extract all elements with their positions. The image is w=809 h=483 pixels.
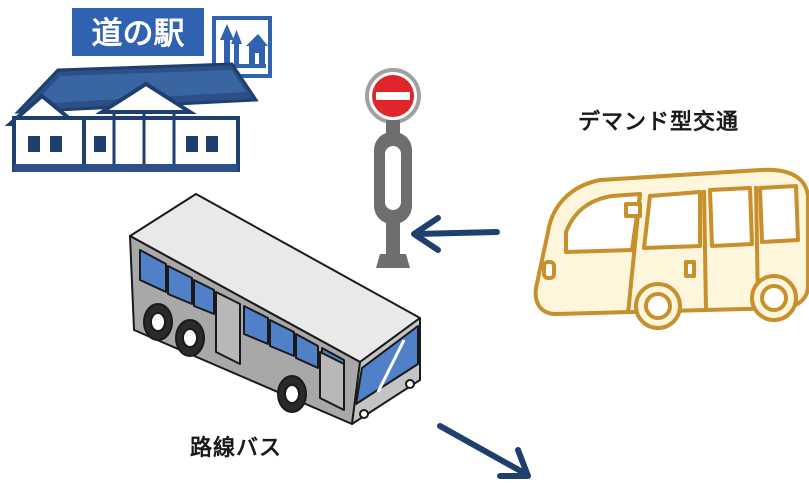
arrow-onward-icon xyxy=(437,423,531,479)
michi-no-eki-sign: 道の駅 xyxy=(72,8,272,78)
station-symbol-icon xyxy=(220,24,268,68)
arrow-to-bus-stop-icon xyxy=(411,215,500,253)
station-building-icon xyxy=(4,62,259,172)
michi-no-eki-station: 道の駅 xyxy=(4,8,272,172)
bus-icon xyxy=(129,193,421,425)
sign-text: 道の駅 xyxy=(92,16,185,52)
bus-stop-icon xyxy=(365,68,421,268)
label-demand-transport: デマンド型交通 xyxy=(578,110,740,135)
van-icon xyxy=(533,167,809,330)
label-route-bus: 路線バス xyxy=(190,436,283,461)
